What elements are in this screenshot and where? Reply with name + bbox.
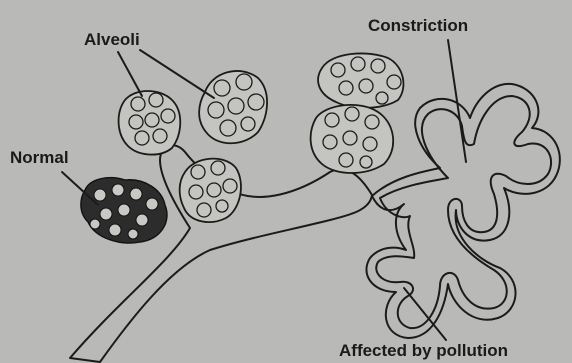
label-alveoli: Alveoli	[84, 30, 140, 49]
alveoli-cluster-upper-right	[318, 53, 403, 107]
label-constriction: Constriction	[368, 16, 468, 35]
affected-alveolus-inner	[376, 96, 551, 328]
alveoli-cluster-middle	[180, 159, 241, 222]
label-normal: Normal	[10, 148, 69, 167]
leader-alveoli-1	[118, 52, 142, 96]
alveoli-cluster-top	[199, 71, 267, 143]
normal-alveoli-cluster	[81, 178, 167, 243]
alveoli-cluster-left	[119, 91, 181, 155]
alveoli-cluster-lower-right	[311, 105, 394, 173]
label-affected-by-pollution: Affected by pollution	[339, 341, 508, 360]
